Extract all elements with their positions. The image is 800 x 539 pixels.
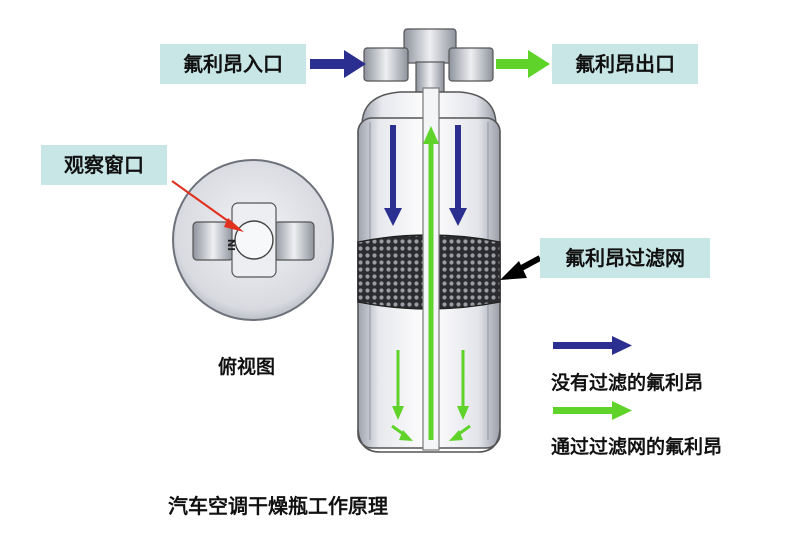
sight-window-pointer [171, 180, 244, 232]
filtered-flow-arrows [391, 126, 471, 441]
legend-filtered-arrow [553, 401, 632, 420]
legend-unfiltered-label: 没有过滤的氟利昂 [551, 372, 704, 394]
filter-pointer-arrow [500, 255, 542, 280]
top-view: IN [172, 159, 334, 321]
inlet-arrow [310, 50, 366, 78]
window-mark: IN [227, 239, 238, 251]
inlet-port [363, 47, 409, 82]
sight-glass [234, 220, 274, 260]
drier-bottle [357, 28, 501, 453]
top-view-label: 俯视图 [218, 356, 276, 378]
filter-screen-label: 氟利昂过滤网 [540, 238, 710, 278]
inlet-label: 氟利昂入口 [160, 44, 306, 84]
legend-unfiltered-arrow [553, 336, 632, 355]
sight-window-label: 观察窗口 [41, 145, 167, 185]
unfiltered-flow-arrows [384, 125, 467, 226]
outlet-port [448, 47, 494, 82]
caption: 汽车空调干燥瓶工作原理 [168, 494, 388, 518]
top-fitting [403, 28, 457, 64]
legend-filtered-label: 通过过滤网的氟利昂 [551, 436, 723, 458]
outlet-arrow [496, 50, 550, 78]
outlet-label: 氟利昂出口 [552, 44, 698, 84]
